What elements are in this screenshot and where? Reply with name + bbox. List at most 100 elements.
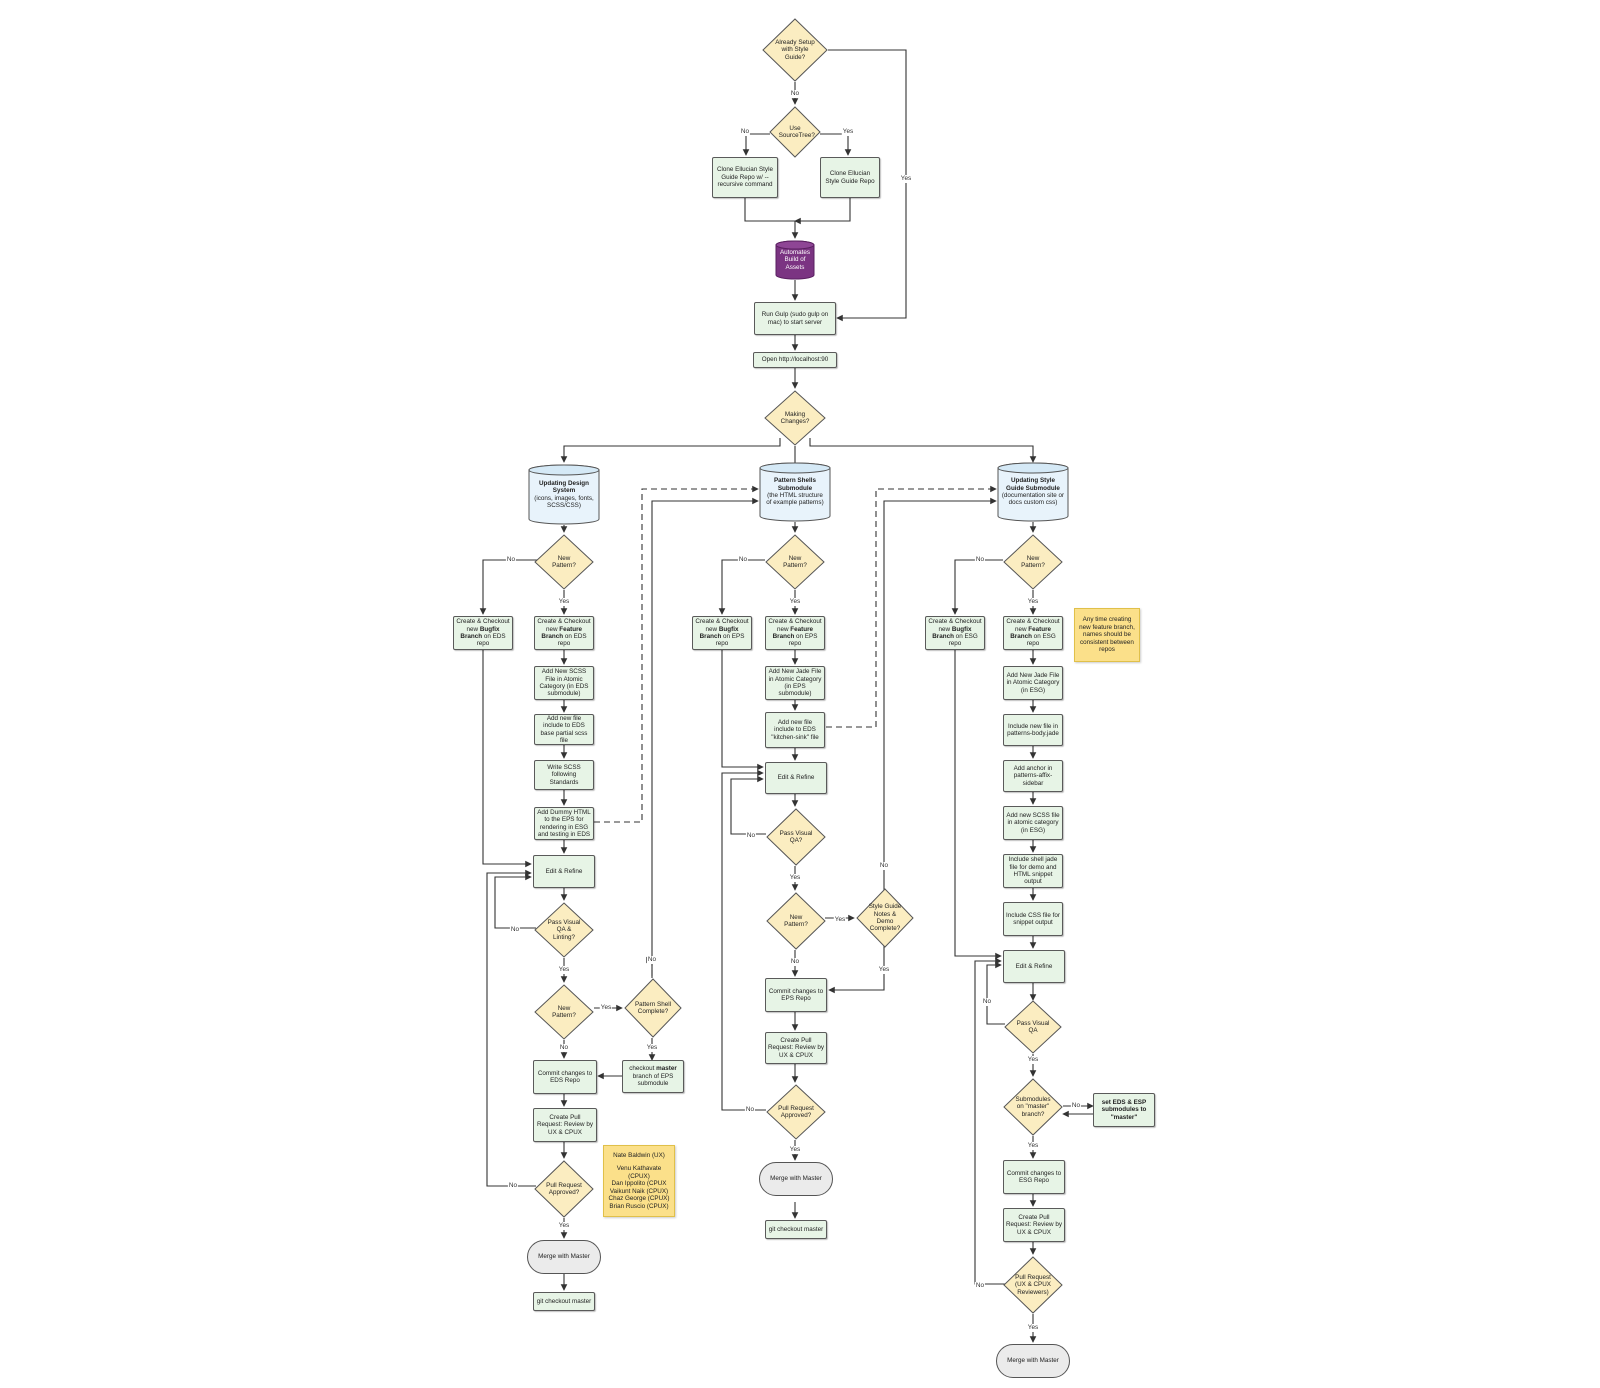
esg-commit-step[interactable]: Commit changes to ESG Repo [1003, 1160, 1065, 1194]
eds-feature-step[interactable]: Create & Checkout new Feature Branch on … [534, 616, 594, 650]
esg-add-scss-label: Add new SCSS file in atomic category (in… [1006, 811, 1060, 834]
eps-qa-decision[interactable]: Pass Visual QA? [766, 808, 826, 866]
eds-qa-decision[interactable]: Pass Visual QA & Linting? [534, 902, 594, 958]
eds-edit-label: Edit & Refine [545, 867, 583, 875]
reviewer-2: Venu Kathavate (CPUX) [616, 1165, 662, 1180]
esg-include-shell-step[interactable]: Include shell jade file for demo and HTM… [1003, 854, 1063, 888]
eps-style-notes-decision[interactable]: Style Guide Notes & Demo Complete? [856, 888, 914, 948]
eds-checkout-b: master [656, 1065, 677, 1073]
eds-edit-step[interactable]: Edit & Refine [533, 855, 595, 888]
esg-include-body-step[interactable]: Include new file in patterns-body.jade [1003, 714, 1063, 746]
eds-store: Updating Design System(icons, images, fo… [528, 464, 600, 525]
eds-new-pattern2-decision[interactable]: New Pattern? [534, 984, 594, 1040]
eps-subtitle: (the HTML structure of example patterns) [766, 492, 824, 507]
label-no: No [505, 556, 517, 564]
making-changes-decision[interactable]: Making Changes? [764, 390, 826, 446]
eps-bugfix-b: Bugfix Branch [699, 625, 739, 640]
eds-git-checkout-step[interactable]: git checkout master [533, 1292, 595, 1311]
eps-commit-step[interactable]: Commit changes to EPS Repo [765, 978, 827, 1012]
eds-add-dummy-step[interactable]: Add Dummy HTML to the EPS for rendering … [534, 807, 594, 840]
eds-add-include-step[interactable]: Add new file include to EDS base partial… [534, 714, 594, 745]
esg-feature-step[interactable]: Create & Checkout new Feature Branch on … [1003, 616, 1063, 650]
label-no: No [789, 90, 801, 98]
sourcetree-decision[interactable]: Use SourceTree? [769, 106, 821, 158]
eds-write-scss-label: Write SCSS following Standards [547, 763, 581, 786]
label-no: No [507, 1182, 519, 1190]
esg-submodules-label: Submodules on "master" branch? [1015, 1095, 1051, 1118]
esg-include-body-label: Include new file in patterns-body.jade [1007, 722, 1059, 737]
eps-git-checkout-step[interactable]: git checkout master [765, 1220, 827, 1239]
esg-qa-decision[interactable]: Pass Visual QA [1004, 1000, 1062, 1054]
esg-include-shell-label: Include shell jade file for demo and HTM… [1008, 856, 1058, 886]
eps-bugfix-a: Create & Checkout new [695, 618, 749, 633]
esg-title: Updating Style Guide Submodule [1006, 477, 1060, 492]
eps-bugfix-step[interactable]: Create & Checkout new Bugfix Branch on E… [692, 616, 752, 650]
run-gulp-step[interactable]: Run Gulp (sudo gulp on mac) to start ser… [754, 302, 836, 335]
label-yes: Yes [557, 1222, 571, 1230]
eps-pr-step[interactable]: Create Pull Request: Review by UX & CPUX [765, 1032, 827, 1064]
eds-add-scss-step[interactable]: Add New SCSS File in Atomic Category (in… [534, 666, 594, 700]
eds-merge-terminal[interactable]: Merge with Master [527, 1240, 601, 1274]
eds-new-pattern2-label: New Pattern? [552, 1004, 576, 1019]
esg-commit-label: Commit changes to ESG Repo [1006, 1169, 1062, 1184]
esg-add-scss-step[interactable]: Add new SCSS file in atomic category (in… [1003, 806, 1063, 840]
label-yes: Yes [1026, 1142, 1040, 1150]
eps-add-jade-step[interactable]: Add New Jade File in Atomic Category (in… [765, 666, 825, 700]
eds-bugfix-step[interactable]: Create & Checkout new Bugfix Branch on E… [453, 616, 513, 650]
automates-store: Automates Build of Assets [775, 240, 815, 280]
eds-commit-step[interactable]: Commit changes to EDS Repo [533, 1060, 597, 1094]
eds-shell-complete-label: Pattern Shell Complete? [634, 1000, 672, 1015]
eds-checkout-master-step[interactable]: checkout master branch of EPS submodule [622, 1060, 684, 1093]
esg-bugfix-step[interactable]: Create & Checkout new Bugfix Branch on E… [925, 616, 985, 650]
esg-new-pattern-decision[interactable]: New Pattern? [1003, 534, 1063, 590]
label-yes: Yes [841, 128, 855, 136]
eps-store-text: Pattern Shells Submodule(the HTML struct… [764, 477, 827, 507]
eps-approved-decision[interactable]: Pull Request Approved? [766, 1084, 826, 1140]
eps-add-include-step[interactable]: Add new file include to EDS "kitchen-sin… [765, 712, 825, 748]
esg-edit-step[interactable]: Edit & Refine [1003, 950, 1065, 983]
esg-merge-terminal[interactable]: Merge with Master [996, 1344, 1070, 1378]
label-no: No [1070, 1102, 1082, 1110]
esg-bugfix-text: Create & Checkout new Bugfix Branch on E… [928, 618, 982, 648]
eps-new-pattern-decision[interactable]: New Pattern? [765, 534, 825, 590]
eds-feature-b: Feature Branch [541, 625, 583, 640]
esg-feature-b: Feature Branch [1010, 625, 1052, 640]
reviewers-note: Nate Baldwin (UX) Venu Kathavate (CPUX) … [603, 1145, 675, 1217]
eps-add-include-label: Add new file include to EDS "kitchen-sin… [771, 718, 819, 741]
eps-feature-a: Create & Checkout new [768, 618, 822, 633]
eds-title: Updating Design System [538, 479, 589, 495]
open-localhost-step[interactable]: Open http://localhost:90 [753, 352, 837, 368]
label-yes: Yes [599, 1004, 613, 1012]
esg-add-jade-step[interactable]: Add New Jade File in Atomic Category (in… [1003, 666, 1063, 700]
eds-shell-complete-decision[interactable]: Pattern Shell Complete? [624, 978, 682, 1038]
eps-bugfix-text: Create & Checkout new Bugfix Branch on E… [695, 618, 749, 648]
esg-approved-decision[interactable]: Pull Request (UX & CPUX Reviewers) [1003, 1256, 1063, 1314]
esg-approved-label: Pull Request (UX & CPUX Reviewers) [1014, 1273, 1052, 1296]
clone-step[interactable]: Clone Ellucian Style Guide Repo [820, 157, 880, 198]
setup-decision[interactable]: Already Setup with Style Guide? [762, 18, 828, 82]
esg-add-anchor-step[interactable]: Add anchor in patterns-affix-sidebar [1003, 760, 1063, 792]
eds-write-scss-step[interactable]: Write SCSS following Standards [534, 760, 594, 790]
eps-new-pattern2-decision[interactable]: New Pattern? [766, 892, 826, 950]
eds-pr-step[interactable]: Create Pull Request: Review by UX & CPUX [533, 1108, 597, 1142]
eps-bugfix-c: on EPS repo [715, 633, 745, 648]
esg-set-submodules-label: set EDS & ESP submodules to "master" [1101, 1098, 1147, 1121]
esg-feature-c: on ESG repo [1026, 633, 1056, 648]
esg-submodules-decision[interactable]: Submodules on "master" branch? [1003, 1078, 1063, 1136]
eds-new-pattern-decision[interactable]: New Pattern? [534, 534, 594, 590]
esg-pr-step[interactable]: Create Pull Request: Review by UX & CPUX [1003, 1208, 1065, 1242]
clone-recursive-step[interactable]: Clone Ellucian Style Guide Repo w/ --rec… [712, 157, 778, 198]
setup-label: Already Setup with Style Guide? [775, 38, 815, 61]
eps-add-jade-label: Add New Jade File in Atomic Category (in… [768, 668, 822, 698]
label-no: No [981, 998, 993, 1006]
esg-set-submodules-step[interactable]: set EDS & ESP submodules to "master" [1093, 1093, 1155, 1127]
eps-merge-terminal[interactable]: Merge with Master [759, 1162, 833, 1196]
label-yes: Yes [645, 1044, 659, 1052]
eds-approved-decision[interactable]: Pull Request Approved? [534, 1160, 594, 1218]
eps-store: Pattern Shells Submodule(the HTML struct… [759, 462, 831, 522]
eps-edit-step[interactable]: Edit & Refine [765, 762, 827, 794]
esg-include-css-step[interactable]: Include CSS file for snippet output [1003, 902, 1063, 936]
esg-edit-label: Edit & Refine [1015, 962, 1053, 970]
eps-feature-step[interactable]: Create & Checkout new Feature Branch on … [765, 616, 825, 650]
